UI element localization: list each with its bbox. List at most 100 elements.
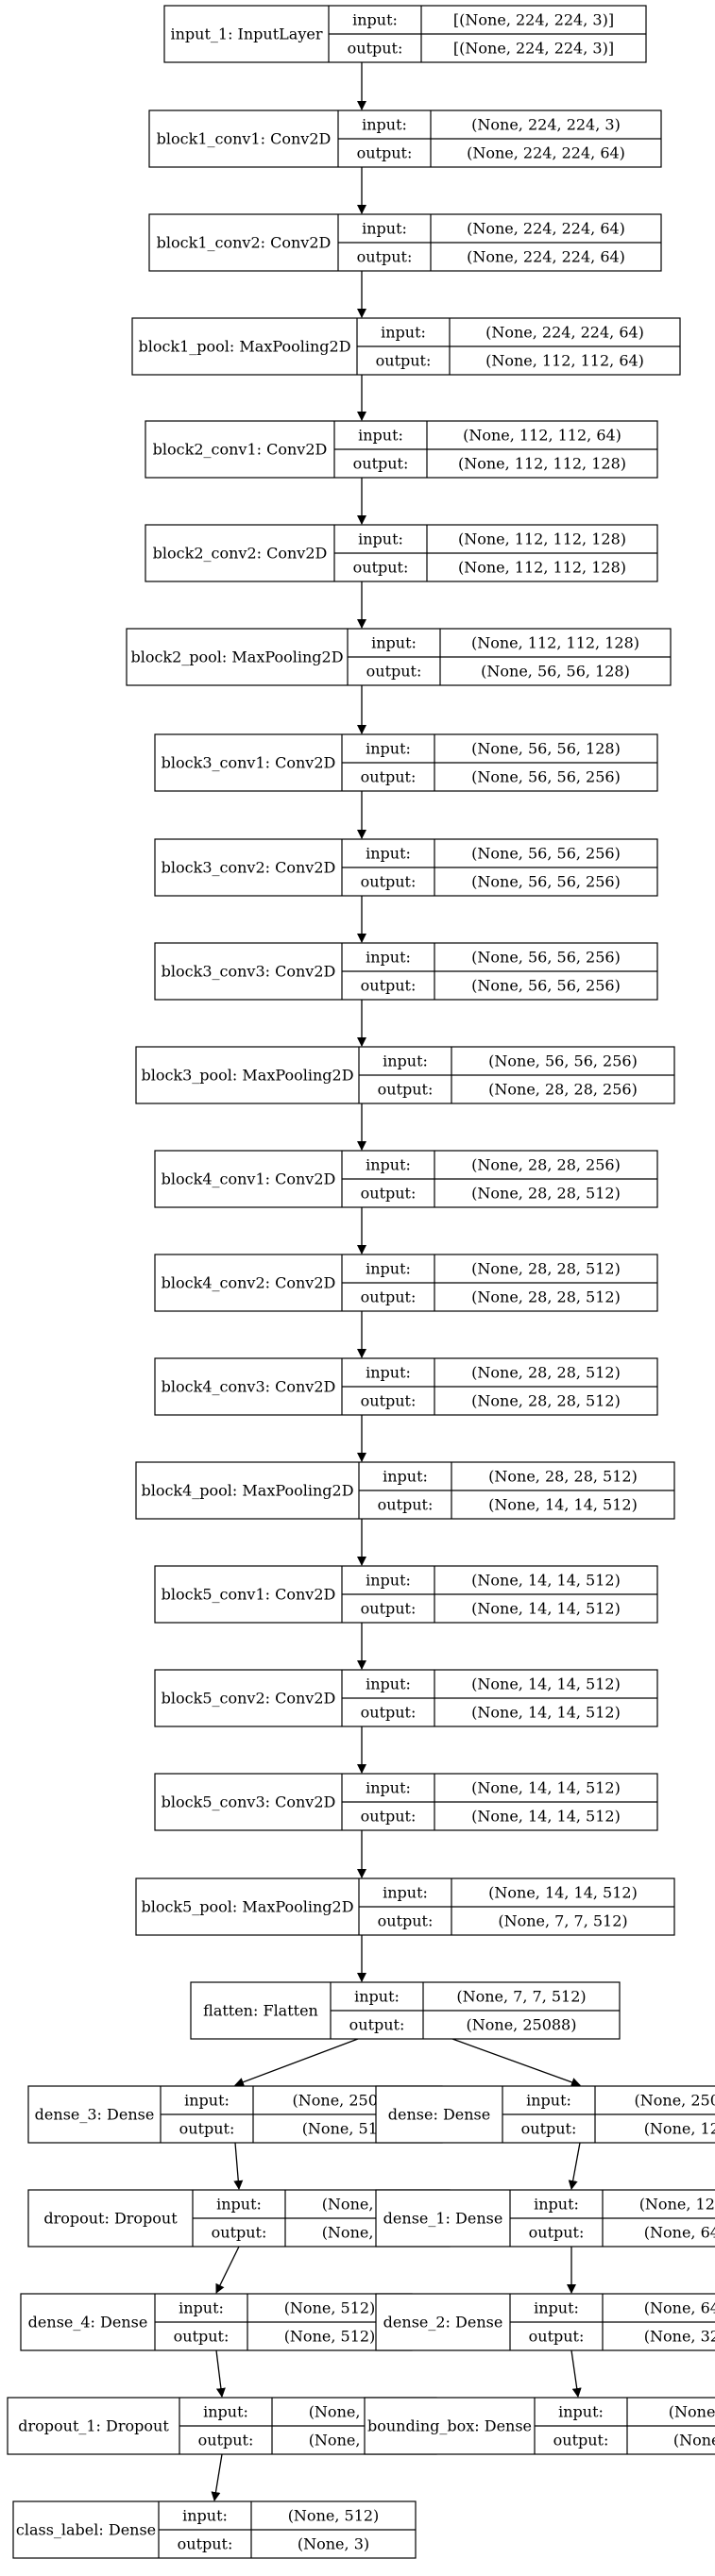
input-shape: (None, 64)	[644, 2299, 715, 2317]
layer-name: input_1: InputLayer	[171, 25, 323, 43]
input-shape: (None, 224, 224, 64)	[485, 324, 644, 342]
input-label: input:	[558, 2403, 604, 2421]
output-label: output:	[179, 2120, 235, 2138]
layer-name: bounding_box: Dense	[367, 2417, 532, 2435]
edge-arrow	[215, 2349, 226, 2398]
input-label: input:	[182, 2507, 228, 2525]
layer-name: dense_1: Dense	[383, 2210, 503, 2228]
input-shape: (None, 224, 224, 3)	[471, 116, 621, 134]
input-label: input:	[383, 1884, 428, 1902]
layer-name: dense_4: Dense	[28, 2314, 148, 2332]
layer-node: block5_pool: MaxPooling2Dinput:output:(N…	[135, 1877, 675, 1936]
output-label: output:	[529, 2224, 585, 2242]
input-shape: (None, 512)	[284, 2299, 376, 2317]
input-label: input:	[383, 1052, 428, 1070]
input-shape: (None, 14, 14, 512)	[471, 1572, 621, 1590]
input-shape: (None, 25088)	[635, 2092, 715, 2110]
output-shape: (None, 14, 14, 512)	[488, 1496, 638, 1514]
edge-arrow	[215, 2246, 240, 2294]
input-shape: (None, 56, 56, 256)	[471, 845, 621, 863]
output-label: output:	[349, 2016, 405, 2034]
layer-name: dropout_1: Dropout	[18, 2417, 169, 2435]
input-shape: (None, 28, 28, 512)	[471, 1260, 621, 1278]
input-label: input:	[216, 2196, 262, 2214]
layer-node: block5_conv3: Conv2Dinput:output:(None, …	[154, 1773, 658, 1831]
output-label: output:	[353, 455, 409, 473]
input-label: input:	[366, 1260, 411, 1278]
layer-name: block5_conv2: Conv2D	[162, 1690, 336, 1708]
output-label: output:	[361, 1600, 417, 1618]
input-shape: (None, 512)	[288, 2507, 380, 2525]
output-shape: (None, 28, 28, 512)	[471, 1392, 621, 1410]
layer-node: block2_pool: MaxPooling2Dinput:output:(N…	[126, 628, 672, 686]
layer-name: block1_conv2: Conv2D	[157, 234, 332, 252]
input-label: input:	[179, 2299, 224, 2317]
layer-node: block1_conv1: Conv2Dinput:output:(None, …	[148, 109, 662, 168]
layer-node: block4_conv3: Conv2Dinput:output:(None, …	[154, 1357, 658, 1416]
output-shape: (None, 3)	[298, 2535, 369, 2553]
output-shape: (None, 56, 56, 256)	[471, 873, 621, 891]
layer-node: block2_conv2: Conv2Dinput:output:(None, …	[145, 524, 658, 582]
output-shape: (None, 56, 56, 256)	[471, 768, 621, 786]
layer-name: dropout: Dropout	[43, 2210, 178, 2228]
output-label: output:	[361, 873, 417, 891]
output-shape: (None, 112, 112, 128)	[458, 559, 626, 577]
output-shape: (None, 7, 7, 512)	[498, 1912, 627, 1930]
layer-node: block3_conv1: Conv2Dinput:output:(None, …	[154, 733, 658, 792]
input-shape: (None, 32)	[669, 2403, 715, 2421]
layer-name: block2_conv1: Conv2D	[153, 441, 328, 459]
output-shape: (None, 56, 56, 128)	[481, 663, 630, 681]
input-shape: (None, 56, 56, 256)	[471, 949, 621, 967]
output-label: output:	[376, 352, 432, 370]
layer-name: block5_conv1: Conv2D	[162, 1586, 336, 1604]
output-shape: (None, 28, 28, 512)	[471, 1288, 621, 1306]
input-shape: [(None, 224, 224, 3)]	[453, 11, 614, 29]
layer-node: block5_conv2: Conv2Dinput:output:(None, …	[154, 1669, 658, 1727]
input-label: input:	[352, 11, 398, 29]
input-label: input:	[366, 845, 411, 863]
output-label: output:	[361, 1808, 417, 1826]
output-label: output:	[353, 559, 409, 577]
output-label: output:	[178, 2535, 233, 2553]
output-shape: (None, 32)	[644, 2328, 715, 2346]
output-shape: (None, 224, 224, 64)	[467, 248, 625, 266]
input-label: input:	[362, 116, 407, 134]
output-label: output:	[366, 663, 422, 681]
edge-arrow	[568, 2142, 581, 2190]
output-shape: (None, 25088)	[467, 2016, 577, 2034]
input-label: input:	[383, 1468, 428, 1486]
input-label: input:	[534, 2299, 579, 2317]
layer-name: block4_pool: MaxPooling2D	[141, 1482, 353, 1500]
output-label: output:	[378, 1912, 434, 1930]
input-shape: (None, 28, 28, 256)	[471, 1156, 621, 1174]
layer-node: block3_conv2: Conv2Dinput:output:(None, …	[154, 838, 658, 897]
edge-arrow	[233, 2142, 244, 2190]
layer-node: block3_pool: MaxPooling2Dinput:output:(N…	[135, 1046, 675, 1104]
input-label: input:	[534, 2196, 579, 2214]
input-label: input:	[358, 530, 403, 548]
input-shape: (None, 112, 112, 64)	[463, 427, 621, 445]
output-shape: (None, 28, 28, 512)	[471, 1185, 621, 1203]
edges-layer	[211, 62, 582, 2501]
input-shape: (None, 7, 7, 512)	[456, 1988, 586, 2006]
output-shape: (None, 112, 112, 64)	[485, 352, 644, 370]
layer-node: block2_conv1: Conv2Dinput:output:(None, …	[145, 420, 658, 479]
input-label: input:	[526, 2092, 571, 2110]
input-shape: (None, 224, 224, 64)	[467, 220, 625, 238]
output-shape: (None, 14, 14, 512)	[471, 1808, 621, 1826]
input-label: input:	[366, 949, 411, 967]
edge-arrow	[234, 2038, 359, 2087]
output-shape: (None, 128)	[644, 2120, 715, 2138]
layer-node: block4_conv2: Conv2Dinput:output:(None, …	[154, 1254, 658, 1312]
layer-name: block1_conv1: Conv2D	[157, 130, 332, 148]
input-shape: (None, 112, 112, 128)	[458, 530, 626, 548]
output-shape: (None, 512)	[302, 2120, 394, 2138]
layer-name: block4_conv2: Conv2D	[162, 1274, 336, 1292]
output-label: output:	[361, 768, 417, 786]
